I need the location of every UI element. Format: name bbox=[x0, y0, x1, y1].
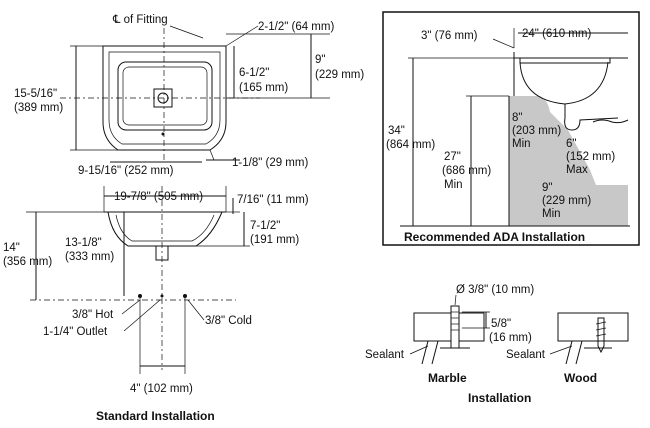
leader bbox=[454, 294, 457, 306]
dim-19-7-8: 19-7/8" (505 mm) bbox=[114, 191, 203, 203]
sink-basin bbox=[117, 61, 213, 131]
wood-screw bbox=[597, 317, 605, 354]
trap-arm bbox=[592, 119, 629, 124]
dim-6: 6" bbox=[566, 138, 576, 150]
dim-9-ada-min: Min bbox=[542, 208, 561, 220]
leader bbox=[121, 299, 141, 315]
sink-basin-inner bbox=[122, 66, 208, 126]
dim-9-ada: 9" bbox=[542, 182, 552, 194]
dim-27-min: Min bbox=[444, 179, 463, 191]
marble-label: Marble bbox=[428, 371, 467, 385]
cold-label: 3/8" Cold bbox=[205, 315, 252, 327]
leader bbox=[549, 345, 573, 355]
dim-14: 14" bbox=[3, 242, 20, 254]
dim-7-1-2-mm: (191 mm) bbox=[250, 234, 299, 246]
wood-counter bbox=[557, 312, 629, 342]
leader bbox=[169, 25, 204, 39]
ext-line bbox=[209, 149, 215, 161]
dim-34-mm: (864 mm) bbox=[386, 139, 435, 151]
outlet-point bbox=[160, 294, 164, 298]
top-view: ℄ of Fitting 2-1/2" (64 mm) 9" (229 mm) … bbox=[14, 14, 364, 177]
hot-label: 3/8" Hot bbox=[72, 309, 114, 321]
screw-thread bbox=[595, 321, 607, 325]
dim-7-1-2: 7-1/2" bbox=[250, 220, 280, 232]
screw-thread bbox=[595, 327, 607, 331]
dim-8: 8" bbox=[512, 112, 522, 124]
ada-countertop bbox=[519, 57, 611, 64]
dim-24: 24" (610 mm) bbox=[522, 28, 591, 40]
drain-hole bbox=[157, 92, 169, 104]
dim-13-1-8-mm: (333 mm) bbox=[65, 251, 114, 263]
dim-27: 27" bbox=[444, 151, 461, 163]
outlet-label: 1-1/4" Outlet bbox=[43, 326, 108, 338]
leader bbox=[492, 38, 515, 49]
dim-13-1-8: 13-1/8" bbox=[65, 237, 102, 249]
dim-15-5-16-mm: (389 mm) bbox=[14, 102, 63, 114]
standard-installation-caption: Standard Installation bbox=[96, 409, 215, 423]
side-view: 19-7/8" (505 mm) 7/16" (11 mm) 7-1/2" (1… bbox=[3, 186, 309, 423]
dim-4: 4" (102 mm) bbox=[130, 383, 193, 395]
drain-tail bbox=[155, 245, 169, 261]
dim-5-8: 5/8" bbox=[491, 318, 511, 330]
ada-caption: Recommended ADA Installation bbox=[404, 230, 585, 244]
leader bbox=[225, 25, 259, 47]
dim-9-ada-mm: (229 mm) bbox=[542, 195, 591, 207]
dim-9-15-16: 9-15/16" (252 mm) bbox=[78, 165, 174, 177]
dim-8-min: Min bbox=[512, 138, 531, 150]
ada-panel: 3" (76 mm) 24" (610 mm) 34" (864 mm) 27"… bbox=[382, 11, 640, 246]
leader bbox=[187, 299, 205, 321]
wood-label: Wood bbox=[564, 371, 597, 385]
dim-9: 9" bbox=[315, 54, 325, 66]
dia-label: Ø 3/8" (10 mm) bbox=[456, 284, 534, 296]
wood-sink-edge bbox=[565, 340, 583, 365]
marble-sink-edge bbox=[421, 340, 439, 365]
p-trap bbox=[564, 117, 619, 131]
dim-6-1-2-mm: (165 mm) bbox=[239, 82, 288, 94]
dim-5-8-mm: (16 mm) bbox=[489, 332, 532, 344]
marble-counter bbox=[413, 312, 485, 342]
sink-inner-rim bbox=[108, 51, 221, 145]
overflow-hole bbox=[161, 132, 165, 136]
drain bbox=[153, 88, 173, 108]
dim-14-mm: (356 mm) bbox=[3, 256, 52, 268]
dim-27-mm: (686 mm) bbox=[442, 165, 491, 177]
dim-6-mm: (152 mm) bbox=[566, 151, 615, 163]
dim-34: 34" bbox=[388, 125, 405, 137]
dim-6-max: Max bbox=[566, 164, 588, 176]
installation-caption: Installation bbox=[468, 391, 531, 405]
screw-thread bbox=[595, 333, 607, 337]
sink-bowl-inner bbox=[115, 214, 215, 242]
dim-6-1-2: 6-1/2" bbox=[239, 67, 269, 79]
leader bbox=[123, 299, 161, 332]
sealant-label-marble: Sealant bbox=[365, 349, 405, 361]
sealant-label-wood: Sealant bbox=[506, 349, 546, 361]
dim-15-5-16: 15-5/16" bbox=[14, 88, 57, 100]
leader bbox=[409, 345, 429, 355]
knee-clearance-zone bbox=[509, 96, 628, 226]
dim-3: 3" (76 mm) bbox=[421, 30, 478, 42]
dim-2-1-2: 2-1/2" (64 mm) bbox=[258, 21, 334, 33]
dim-1-1-8: 1-1/8" (29 mm) bbox=[232, 157, 308, 169]
dim-7-16: 7/16" (11 mm) bbox=[237, 194, 309, 206]
dim-8-mm: (203 mm) bbox=[512, 125, 561, 137]
dim-9-mm: (229 mm) bbox=[315, 69, 364, 81]
fitting-label: ℄ of Fitting bbox=[112, 14, 168, 26]
installation-details: Ø 3/8" (10 mm) 5/8" (16 mm) Sealant Marb… bbox=[365, 284, 629, 405]
